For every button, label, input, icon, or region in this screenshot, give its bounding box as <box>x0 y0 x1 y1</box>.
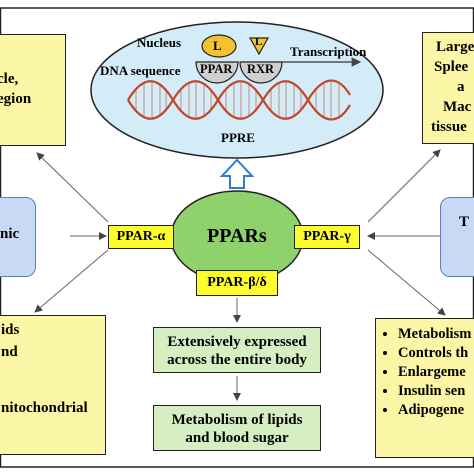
top-right-line-4: Mac <box>443 99 472 115</box>
metabolism-line-2: and blood sugar <box>185 430 289 446</box>
dna-sequence-label: DNA sequence <box>100 63 181 78</box>
ligand-rxr-shape <box>248 37 270 56</box>
ligand-label-rxr: L <box>255 36 263 48</box>
arrow-gamma-to-top-right <box>367 149 441 223</box>
top-right-info-box: Large Splee a Mac tissue <box>422 32 474 144</box>
expressed-line-2: across the entire body <box>167 352 307 368</box>
ppars-title: PPARs <box>207 225 267 247</box>
ppar-label: PPAR <box>200 62 233 76</box>
arrow-alpha-to-top-left <box>36 152 109 223</box>
rxr-label: RXR <box>247 62 275 76</box>
expressed-line-1: Extensively expressed <box>167 334 307 350</box>
right-side-box: T <box>440 197 474 277</box>
right-side-text: T <box>459 214 470 230</box>
top-left-line-1: cle, <box>0 71 19 87</box>
ppar-beta-delta-label: PPAR-β/δ <box>196 270 278 296</box>
bottom-right-bullet-list: Metabolism Controls th Enlargeme Insulin… <box>376 325 474 420</box>
metabolism-line-1: Metabolism of lipids <box>171 412 303 428</box>
bottom-right-bullet-1: Metabolism <box>398 325 474 344</box>
bottom-right-bullet-5: Adipogene <box>398 401 474 420</box>
metabolism-box: Metabolism of lipids and blood sugar <box>153 405 321 451</box>
bottom-right-info-box: Metabolism Controls th Enlargeme Insulin… <box>375 318 474 458</box>
ligand-ppar-shape <box>201 34 237 58</box>
ppre-label: PPRE <box>221 130 255 145</box>
bottom-left-info-box: ids nd nitochondrial <box>0 315 106 455</box>
dna-rungs <box>135 82 340 118</box>
top-right-line-3: a <box>457 79 465 95</box>
ppar-gamma-label: PPAR-γ <box>294 225 360 249</box>
expressed-box: Extensively expressed across the entire … <box>153 327 321 373</box>
left-side-box: nic <box>0 197 36 277</box>
nucleus-ellipse <box>90 21 384 159</box>
bottom-right-bullet-4: Insulin sen <box>398 382 474 401</box>
left-side-text: nic <box>0 226 20 242</box>
top-right-line-5: tissue <box>431 119 467 135</box>
top-left-line-2: egion <box>0 91 32 107</box>
bottom-left-line-1: ids <box>1 322 20 338</box>
dna-helix <box>127 79 351 121</box>
arrow-alpha-to-bottom-left <box>34 249 109 313</box>
bottom-left-line-2: nd <box>1 344 18 360</box>
transcription-label: Transcription <box>290 44 367 59</box>
bottom-left-line-4: nitochondrial <box>1 400 88 416</box>
top-right-line-2: Splee <box>434 59 469 75</box>
top-left-info-box: cle, egion <box>0 34 66 146</box>
upward-arrow-icon <box>219 158 255 189</box>
bottom-right-bullet-3: Enlargeme <box>398 363 474 382</box>
ppar-alpha-label: PPAR-α <box>108 225 174 249</box>
top-right-line-1: Large <box>436 39 474 55</box>
nucleus-title: Nucleus <box>137 35 182 50</box>
ppar-receptor-shape <box>195 61 239 84</box>
rxr-receptor-shape <box>239 61 283 84</box>
ligand-label-ppar: L <box>213 38 222 53</box>
bottom-right-bullet-2: Controls th <box>398 344 474 363</box>
arrow-gamma-to-bottom-right <box>367 249 446 316</box>
